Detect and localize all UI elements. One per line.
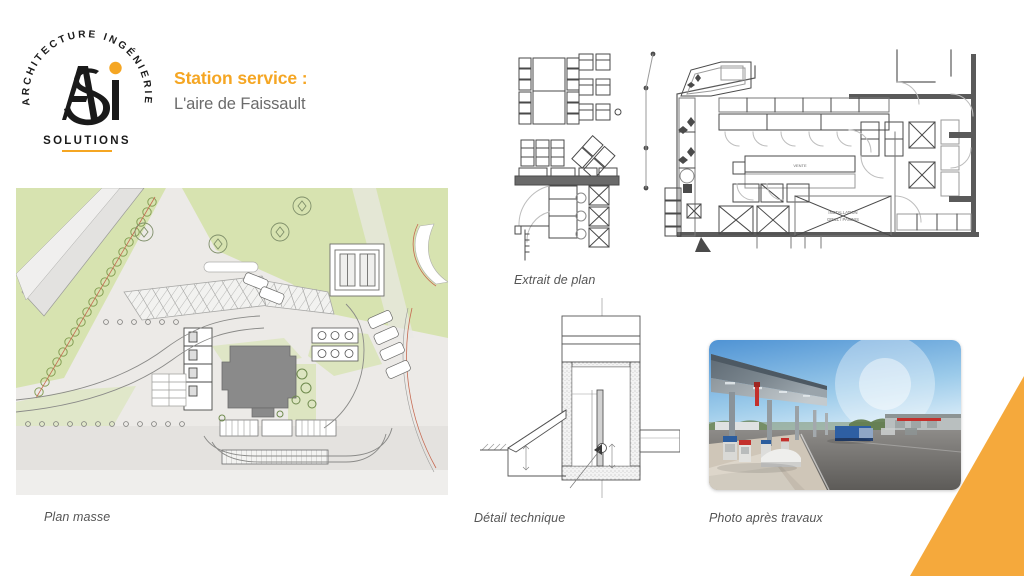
logo-underline (62, 150, 112, 152)
technical-detail-figure (474, 298, 680, 498)
logo-accent-dot (109, 61, 122, 75)
after-works-photo-figure (709, 340, 961, 490)
after-works-photo-caption: Photo après travaux (709, 511, 823, 525)
technical-detail-caption: Détail technique (474, 511, 566, 525)
asi-solutions-logo: ARCHITECTURE INGÉNIERIE SOLUTIONS (16, 22, 158, 164)
page-subtitle: L'aire de Faissault (174, 94, 306, 113)
site-plan-figure (16, 188, 448, 495)
site-plan-caption: Plan masse (44, 510, 111, 524)
logo-wordmark: SOLUTIONS (43, 135, 131, 147)
logo-monogram (62, 61, 122, 126)
floor-plan-extract-figure: VENTE (505, 36, 985, 268)
svg-text:VENTE: VENTE (793, 163, 807, 168)
title-block: Station service : L'aire de Faissault (174, 68, 474, 115)
svg-text:GRILL / PANINIS: GRILL / PANINIS (827, 217, 859, 222)
svg-text:INSTALLATION: INSTALLATION (828, 210, 857, 215)
page-title: Station service : (174, 68, 308, 88)
floor-plan-extract-caption: Extrait de plan (514, 273, 596, 287)
